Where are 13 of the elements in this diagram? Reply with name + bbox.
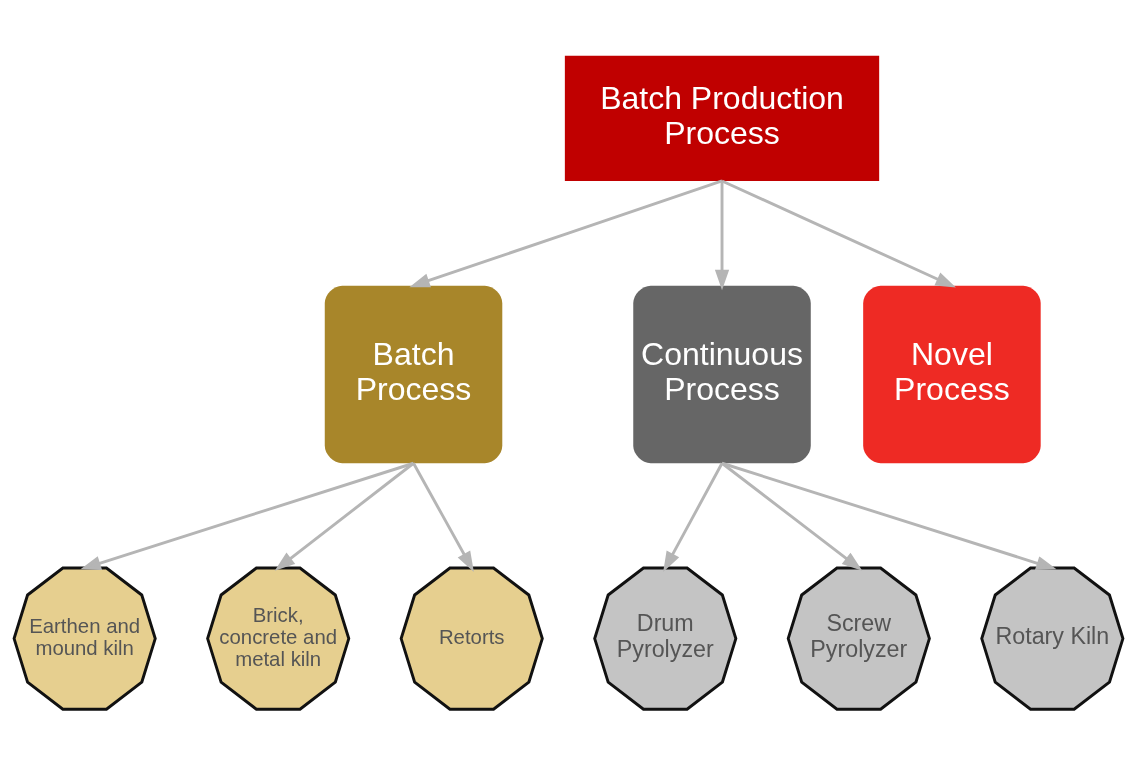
arrow (663, 462, 724, 572)
arrow (721, 462, 863, 571)
arrow (714, 180, 730, 291)
arrow (721, 461, 1057, 570)
arrow (274, 462, 415, 571)
arrow (721, 179, 956, 288)
arrow (412, 462, 474, 572)
node-box: Batch Process (324, 285, 503, 464)
node-box: Continuous Process (633, 285, 811, 464)
node-box: Novel Process (863, 285, 1041, 464)
node-box: Batch Production Process (564, 55, 880, 181)
arrow (409, 179, 723, 288)
arrow (80, 461, 414, 570)
